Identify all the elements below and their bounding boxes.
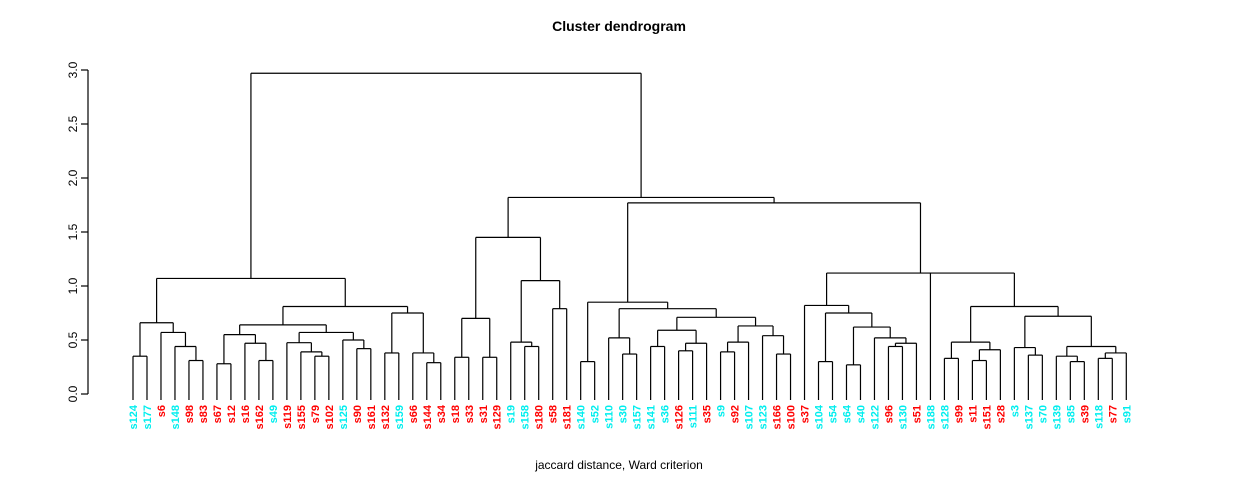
leaf-label: s85 <box>1065 405 1077 423</box>
leaf-label: s144 <box>422 404 434 429</box>
leaf-label: s126 <box>674 405 686 429</box>
leaf-label: s18 <box>450 405 462 423</box>
leaf-label: s181 <box>562 405 574 429</box>
leaf-label: s122 <box>869 405 881 429</box>
leaf-label: s125 <box>338 405 350 429</box>
leaf-label: s155 <box>296 405 308 429</box>
leaf-label: s16 <box>240 405 252 423</box>
leaf-label: s90 <box>352 405 364 423</box>
leaf-label: s51 <box>911 405 923 423</box>
leaf-label: s6 <box>156 405 168 417</box>
leaf-label: s11 <box>967 405 979 423</box>
x-axis-caption: jaccard distance, Ward criterion <box>535 458 703 472</box>
leaf-label: s40 <box>855 405 867 423</box>
leaf-label: s64 <box>841 404 853 423</box>
leaf-label: s100 <box>786 405 798 429</box>
y-tick-label: 2.0 <box>66 169 80 186</box>
leaf-label: s158 <box>520 405 532 429</box>
leaf-label: s99 <box>953 405 965 423</box>
leaf-label: s118 <box>1093 405 1105 429</box>
leaf-label: s70 <box>1037 405 1049 423</box>
leaf-label: s123 <box>758 405 770 429</box>
leaf-label: s67 <box>212 405 224 423</box>
leaf-label: s28 <box>995 405 1007 423</box>
leaf-label: s9 <box>716 405 728 417</box>
leaf-label: s132 <box>380 405 392 429</box>
leaf-label: s177 <box>142 405 154 429</box>
leaf-label: s129 <box>492 405 504 429</box>
leaf-label: s91 <box>1121 405 1133 423</box>
leaf-label: s92 <box>730 405 742 423</box>
leaf-label: s98 <box>184 405 196 423</box>
leaf-label: s79 <box>310 405 322 423</box>
leaf-label: s151 <box>981 405 993 429</box>
leaf-label: s166 <box>772 405 784 429</box>
leaf-label: s157 <box>632 405 644 429</box>
leaf-label: s119 <box>282 405 294 429</box>
y-tick-label: 0.5 <box>66 331 80 348</box>
leaf-label: s110 <box>604 405 616 429</box>
leaf-label: s3 <box>1009 405 1021 417</box>
leaf-label: s58 <box>548 405 560 423</box>
leaf-label: s36 <box>660 405 672 423</box>
leaf-label: s141 <box>646 405 658 429</box>
leaf-label: s54 <box>828 404 840 423</box>
leaf-label: s35 <box>702 405 714 423</box>
leaf-label: s107 <box>744 405 756 429</box>
y-tick-label: 0.0 <box>66 385 80 402</box>
leaf-label: s124 <box>128 404 140 429</box>
leaf-label: s19 <box>506 405 518 423</box>
leaf-label: s161 <box>366 405 378 429</box>
leaf-label: s139 <box>1051 405 1063 429</box>
leaf-label: s31 <box>478 405 490 423</box>
y-tick-label: 2.5 <box>66 115 80 132</box>
y-tick-label: 3.0 <box>66 61 80 78</box>
leaf-label: s12 <box>226 405 238 423</box>
leaf-label: s30 <box>618 405 630 423</box>
y-tick-label: 1.5 <box>66 223 80 240</box>
leaf-label: s180 <box>534 405 546 429</box>
y-tick-label: 1.0 <box>66 277 80 294</box>
leaf-label: s140 <box>576 405 588 429</box>
leaf-label: s39 <box>1079 405 1091 423</box>
leaf-label: s83 <box>198 405 210 423</box>
leaf-label: s128 <box>939 405 951 429</box>
leaf-label: s33 <box>464 405 476 423</box>
leaf-label: s162 <box>254 405 266 429</box>
leaf-label: s159 <box>394 405 406 429</box>
leaf-label: s102 <box>324 405 336 429</box>
leaf-label: s130 <box>897 405 909 429</box>
leaf-label: s77 <box>1107 405 1119 423</box>
leaf-label: s66 <box>408 405 420 423</box>
leaf-label: s37 <box>800 405 812 423</box>
leaf-label: s34 <box>436 404 448 423</box>
chart-title: Cluster dendrogram <box>552 18 686 34</box>
leaf-label: s111 <box>688 405 700 428</box>
leaf-label: s49 <box>268 405 280 423</box>
leaf-label: s52 <box>590 405 602 423</box>
leaf-label: s96 <box>883 405 895 423</box>
leaf-label: s148 <box>170 405 182 429</box>
leaf-label: s188 <box>925 405 937 429</box>
leaf-label: s137 <box>1023 405 1035 429</box>
leaf-label: s104 <box>814 404 826 429</box>
